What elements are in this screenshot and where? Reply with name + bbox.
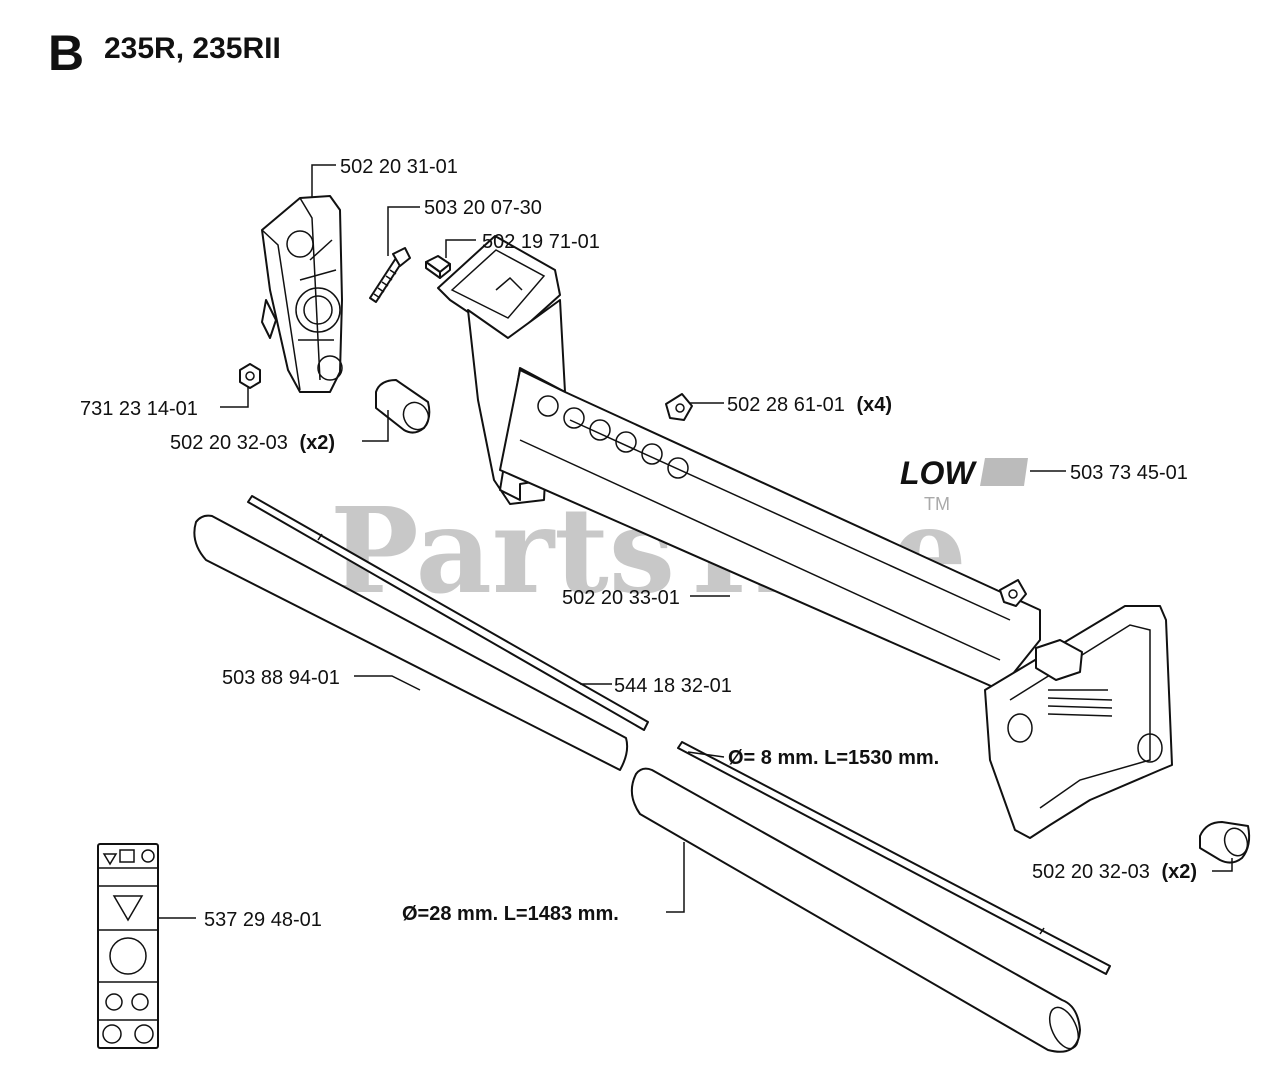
handle-tube-part (437, 235, 1173, 839)
label-handle-bracket: 502 20 31-01 (340, 156, 458, 178)
diagram-title: 235R, 235RII (104, 32, 281, 65)
label-shaft-dims: Ø= 8 mm. L=1530 mm. (728, 747, 939, 769)
label-cable-clip: 502 28 61-01 (x4) (727, 394, 892, 416)
label-shaft: 544 18 32-01 (614, 675, 732, 697)
low-vib-decal-part: LOW (900, 455, 1028, 491)
tube-lower-part (630, 767, 1081, 1053)
label-warning-decal: 537 29 48-01 (204, 909, 322, 931)
label-screw: 503 20 07-30 (424, 197, 542, 219)
trademark-mark: TM (924, 494, 950, 514)
label-nut: 731 23 14-01 (80, 398, 198, 420)
label-grip-left-qty: (x2) (299, 432, 335, 454)
label-grip-right-number: 502 20 32-03 (1032, 861, 1150, 883)
leader-lines (158, 164, 1233, 919)
label-tube: 503 88 94-01 (222, 667, 340, 689)
label-grip-right-qty: (x2) (1161, 861, 1197, 883)
warning-decal-part (97, 843, 159, 1049)
label-square-nut: 502 19 71-01 (482, 231, 600, 253)
section-letter: B (48, 25, 85, 81)
square-nut-part (425, 255, 451, 279)
shaft-upper-part (247, 495, 649, 731)
label-cable-clip-qty: (x4) (856, 394, 892, 416)
grip-left-part (375, 379, 431, 434)
tube-upper-part (193, 514, 629, 771)
label-grip-left: 502 20 32-03 (x2) (170, 432, 335, 454)
low-vib-decal-text: LOW (900, 455, 977, 491)
label-handle-tube: 502 20 33-01 (562, 587, 680, 609)
nut-part (239, 363, 261, 389)
handle-bracket-part (261, 195, 343, 393)
label-grip-left-number: 502 20 32-03 (170, 432, 288, 454)
shaft-lower-part (677, 741, 1111, 975)
cable-clip-part (665, 393, 1027, 607)
grip-right-part (1199, 821, 1251, 864)
screw-part (369, 247, 411, 303)
label-grip-right: 502 20 32-03 (x2) (1032, 861, 1197, 883)
label-low-vib-decal: 503 73 45-01 (1070, 462, 1188, 484)
label-tube-dims: Ø=28 mm. L=1483 mm. (402, 903, 619, 925)
label-cable-clip-number: 502 28 61-01 (727, 394, 845, 416)
